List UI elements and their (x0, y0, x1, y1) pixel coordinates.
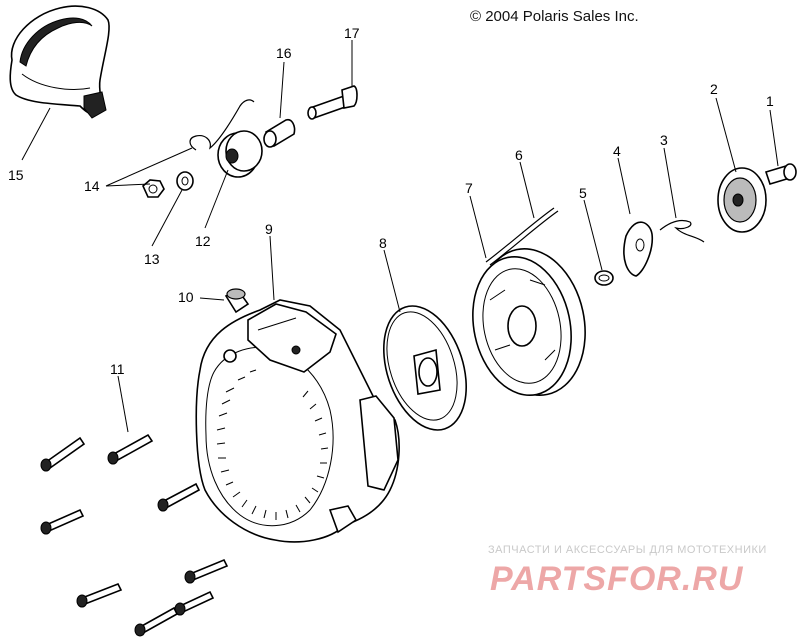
part-11-bolts (40, 433, 229, 637)
callout-6: 6 (515, 147, 523, 163)
part-15-handle (9, 5, 110, 119)
part-13-washer (176, 171, 194, 191)
callout-3: 3 (660, 132, 668, 148)
leader-lines (21, 40, 779, 433)
watermark-logo-text: PARTSFOR.RU (490, 560, 744, 598)
part-16-bushing (263, 118, 296, 148)
part-5-spring (594, 270, 614, 286)
part-7-reel (472, 248, 586, 396)
part-6-rope (485, 207, 559, 266)
part-3-clip (659, 219, 705, 243)
callout-12: 12 (195, 233, 211, 249)
part-2-plate (717, 167, 767, 233)
part-1-bolt (764, 163, 797, 185)
part-17-pin (307, 85, 358, 120)
copyright-text: © 2004 Polaris Sales Inc. (470, 8, 639, 25)
callout-4: 4 (613, 143, 621, 159)
callout-10: 10 (178, 289, 194, 305)
callout-1: 1 (766, 93, 774, 109)
callout-numbers: 1 2 3 4 5 6 7 8 9 10 11 12 13 14 15 16 1… (8, 25, 774, 377)
part-12-pulley (217, 130, 263, 178)
part-4-pawl (623, 221, 654, 277)
watermark-logo: PARTSFOR.RU (490, 560, 744, 598)
part-10-cap (224, 288, 250, 314)
callout-9: 9 (265, 221, 273, 237)
callout-7: 7 (465, 180, 473, 196)
callout-11: 11 (110, 361, 125, 377)
part-14-nut (142, 179, 165, 198)
callout-17: 17 (344, 25, 360, 41)
callout-13: 13 (144, 251, 160, 267)
callout-14: 14 (84, 178, 100, 194)
watermark-subtitle: ЗАПЧАСТИ И АКСЕССУАРЫ ДЛЯ МОТОТЕХНИКИ (488, 544, 767, 556)
callout-2: 2 (710, 81, 718, 97)
part-9-housing (195, 299, 400, 543)
callout-5: 5 (579, 185, 587, 201)
part-8-spring-disc (383, 305, 467, 431)
part-14-clip (189, 99, 255, 151)
callout-15: 15 (8, 167, 24, 183)
callout-16: 16 (276, 45, 292, 61)
callout-8: 8 (379, 235, 387, 251)
